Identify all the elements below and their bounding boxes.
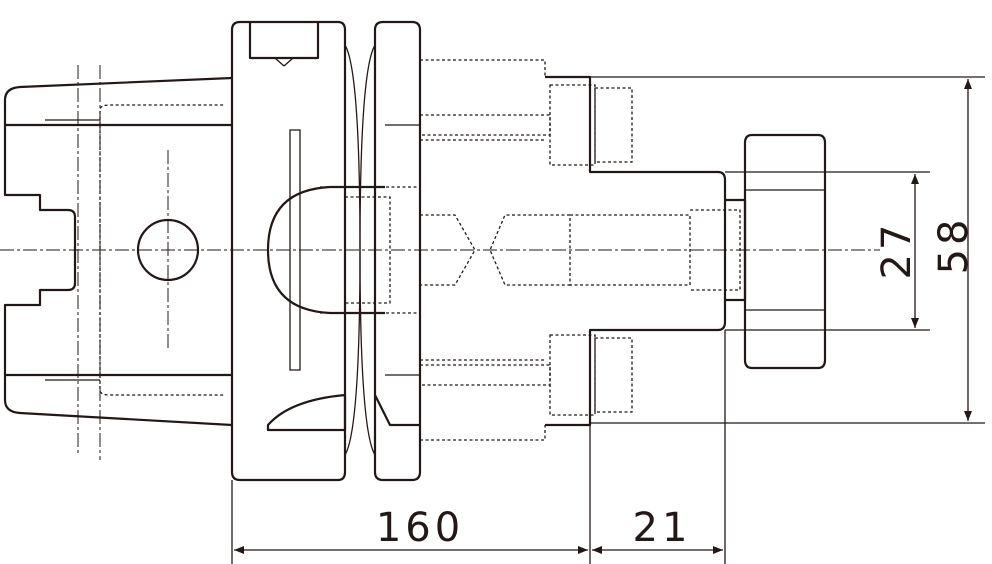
dim-160-label: 160 [376,505,464,551]
dimension-21: 21 [592,505,723,554]
adapter-body [420,59,741,441]
dimension-160: 160 [234,505,588,554]
dimension-58: 58 [931,79,977,421]
flange [230,20,422,482]
clamp-screws [385,84,633,416]
dimension-27: 27 [874,174,920,328]
dim-27-label: 27 [874,221,920,280]
coolant-bore [266,185,420,315]
clamp-nut [725,133,827,370]
drive-hole [136,218,200,282]
extension-lines [231,76,985,564]
taper-shank [3,65,233,460]
dim-21-label: 21 [633,505,692,551]
dim-58-label: 58 [931,216,977,275]
